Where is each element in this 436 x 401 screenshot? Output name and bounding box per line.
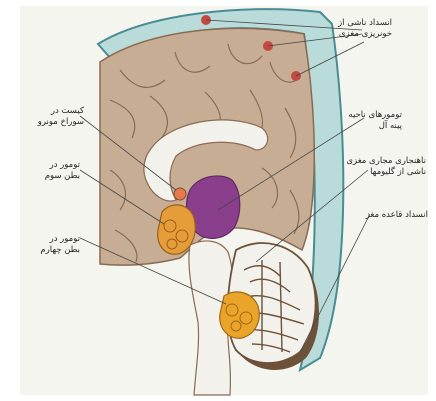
label-pineal-tumors: تومورهای ناحیه پینه آل	[348, 110, 402, 132]
label-hemorrhage-obstruction: انسداد ناشی از خونریزی مغزی	[338, 18, 392, 40]
label-third-ventricle-tumor: تومور در بطن سوم	[26, 160, 80, 182]
label-monro-cyst: کیست در سوراخ مونرو	[24, 106, 84, 128]
label-malformation-line1: ناهنجاری مجاری مغزی	[346, 156, 426, 167]
label-malformation-line2: ناشی از گلیومها	[346, 167, 426, 178]
label-fourth-ventricle-tumor: تومور در بطن چهارم	[26, 234, 80, 256]
label-hemorrhage-line1: انسداد ناشی از	[338, 18, 392, 29]
label-pineal-line1: تومورهای ناحیه	[348, 110, 402, 121]
fourth-ventricle-tumor	[220, 292, 259, 338]
label-cyst-line1: کیست در	[24, 106, 84, 117]
label-hemorrhage-line2: خونریزی مغزی	[338, 29, 392, 40]
label-base-obstruction: انسداد قاعده مغز	[366, 210, 428, 221]
label-fourth-line2: بطن چهارم	[26, 245, 80, 256]
label-glioma-malformation: ناهنجاری مجاری مغزی ناشی از گلیومها	[346, 156, 426, 178]
label-pineal-line2: پینه آل	[348, 121, 402, 132]
label-third-line1: تومور در	[26, 160, 80, 171]
label-cyst-line2: سوراخ مونرو	[24, 117, 84, 128]
label-base-line1: انسداد قاعده مغز	[366, 210, 428, 221]
label-third-line2: بطن سوم	[26, 171, 80, 182]
label-fourth-line1: تومور در	[26, 234, 80, 245]
